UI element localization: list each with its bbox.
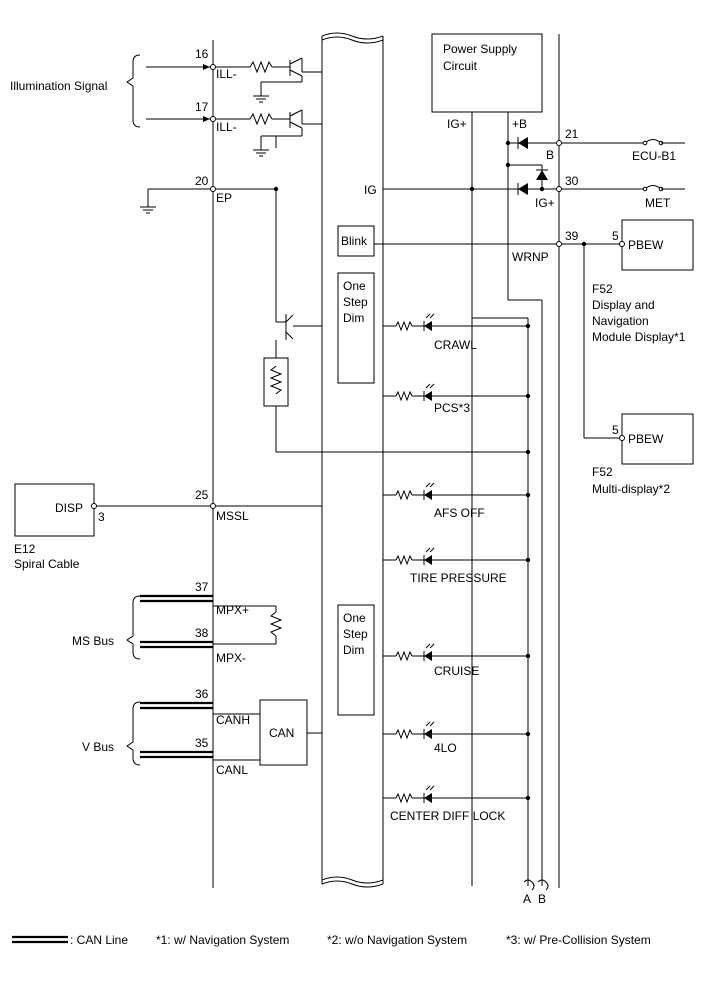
ab-break-marks [523,879,549,891]
led-4lo [383,721,531,740]
disp-label: DISP [55,501,83,515]
indicator-center-diff-lock: CENTER DIFF LOCK [390,809,505,823]
indicator-4lo: 4LO [434,741,457,755]
f52-2-label: F52 [592,465,613,479]
e12-label: E12 [14,542,36,556]
pin-35: 35 [195,736,209,750]
pin-25: 25 [195,488,209,502]
one-step-dim-2-line3: Dim [343,643,364,657]
canl-label: CANL [216,763,248,777]
indicator-crawl: CRAWL [434,338,477,352]
led-crawl [383,313,531,332]
legend-note1: *1: w/ Navigation System [156,933,289,947]
one-step-dim-1-line3: Dim [343,311,364,325]
wrnp-line [374,219,694,465]
pin-21: 21 [565,127,579,141]
led-tire-pressure [383,547,531,566]
mssl-label: MSSL [216,509,249,523]
blink-label: Blink [341,234,368,248]
ig-plus-top-label: IG+ [447,117,467,131]
led-afs-off [383,482,531,501]
pin-17: 17 [195,100,209,114]
indicator-cruise: CRUISE [434,664,479,678]
pbew2-label: PBEW [628,432,664,446]
indicator-pcs: PCS*3 [434,401,470,415]
one-step-dim-2-line1: One [343,611,366,625]
ill-label-1: ILL- [216,67,237,81]
pbew1-pin: 5 [612,229,619,243]
blink-box [337,225,375,257]
line-a-label: A [523,892,531,906]
indicator-leds [383,313,531,886]
legend-can-line: : CAN Line [70,933,128,947]
pin-36: 36 [195,687,209,701]
pbew1-label: PBEW [628,238,664,252]
b-plus-label: +B [512,117,527,131]
indicator-afs-off: AFS OFF [434,506,485,520]
one-step-dim-1-line1: One [343,279,366,293]
disp-pin: 3 [98,510,105,524]
illumination-signal-label: Illumination Signal [10,79,107,93]
power-supply-line2: Circuit [443,59,478,73]
mpx-plus-label: MPX+ [216,603,249,617]
led-pcs [383,383,531,402]
disp-connector [14,483,322,537]
ms-bus [126,594,283,660]
ms-bus-label: MS Bus [72,634,114,648]
pin-39: 39 [565,229,579,243]
mpx-minus-label: MPX- [216,651,246,665]
pin-16: 16 [195,47,209,61]
led-cruise [383,643,531,662]
ep-label: EP [216,191,232,205]
one-step-dim-box-2 [337,604,375,716]
f52-1-desc-line3: Module Display*1 [592,330,686,344]
one-step-dim-2-line2: Step [343,627,368,641]
legend-note2: *2: w/o Navigation System [327,933,467,947]
power-supply-line1: Power Supply [443,42,517,56]
canh-label: CANH [216,713,250,727]
can-box-label: CAN [269,726,294,740]
one-step-dim-1-line2: Step [343,295,368,309]
f52-2-desc: Multi-display*2 [592,482,670,496]
one-step-dim-box-1 [337,272,375,384]
v-bus [126,699,322,766]
f52-1-desc-line1: Display and [592,298,655,312]
led-center-diff-lock [383,785,531,804]
v-bus-label: V Bus [82,740,114,754]
b-supply [505,137,685,189]
b-label: B [546,148,554,162]
legend-note3: *3: w/ Pre-Collision System [506,933,651,947]
f52-1-label: F52 [592,282,613,296]
illumination-circuit [126,54,322,157]
ig-label: IG [364,183,377,197]
line-b-label: B [538,892,546,906]
can-line-symbol [12,935,68,944]
indicator-tire-pressure: TIRE PRESSURE [410,571,507,585]
met-label: MET [645,196,671,210]
ig-plus-label: IG+ [535,196,555,210]
pin-37: 37 [195,580,209,594]
pbew2-pin: 5 [612,423,619,437]
ecu-b1-label: ECU-B1 [632,149,676,163]
wrnp-label: WRNP [512,250,549,264]
spiral-cable-label: Spiral Cable [14,557,80,571]
pin-38: 38 [195,626,209,640]
f52-1-desc-line2: Navigation [592,314,649,328]
ill-label-2: ILL- [216,120,237,134]
ig-supply [383,183,685,195]
ecu-block [321,32,384,888]
pin-20: 20 [195,174,209,188]
ep-ground [140,186,531,455]
pin-30: 30 [565,174,579,188]
power-supply-circuit [431,33,543,886]
